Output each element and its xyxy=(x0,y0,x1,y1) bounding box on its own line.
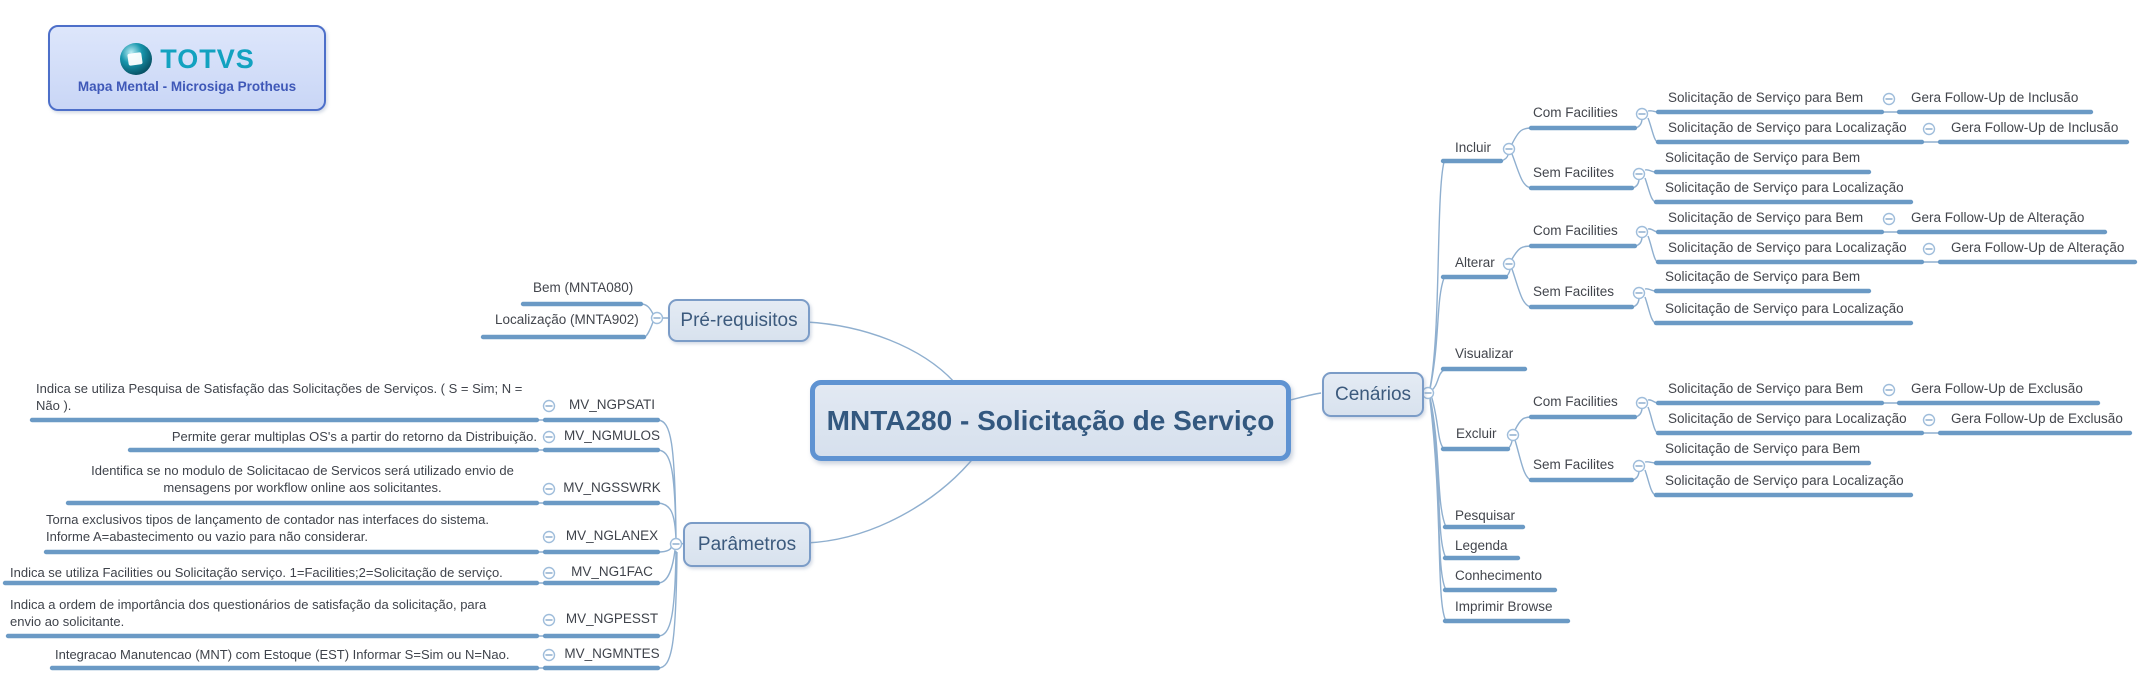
param-desc-mv-ngmulos[interactable]: Permite gerar multiplas OS's a partir do… xyxy=(171,429,537,444)
param-desc-mv-ngpsati[interactable]: Indica se utiliza Pesquisa de Satisfação… xyxy=(36,381,523,413)
node-excluir-sem-facilites[interactable]: Sem Facilites xyxy=(1533,457,1615,472)
param-code-mv-ngpsati[interactable]: MV_NGPSATI xyxy=(568,397,656,412)
node-underlines xyxy=(2,109,2138,671)
collapse-icon[interactable] xyxy=(1632,286,1646,300)
node-excluir-com-sds-bem[interactable]: Solicitação de Serviço para Bem xyxy=(1668,381,1864,396)
param-desc-mv-nglanex[interactable]: Torna exclusivos tipos de lançamento de … xyxy=(46,512,489,544)
node-alterar-com-sds-bem-followup[interactable]: Gera Follow-Up de Alteração xyxy=(1911,210,2085,225)
param-desc-mv-ngmntes[interactable]: Integracao Manutencao (MNT) com Estoque … xyxy=(55,647,510,662)
collapse-icon[interactable] xyxy=(1882,383,1896,397)
node-incluir-com-sds-localizacao-followup[interactable]: Gera Follow-Up de Inclusão xyxy=(1951,120,2119,135)
node-excluir-com-sds-localizacao-followup[interactable]: Gera Follow-Up de Exclusão xyxy=(1951,411,2123,426)
collapse-icon[interactable] xyxy=(542,530,556,544)
collapse-icon[interactable] xyxy=(542,399,556,413)
collapse-icon[interactable] xyxy=(1502,142,1516,156)
node-excluir-com-sds-bem-followup[interactable]: Gera Follow-Up de Exclusão xyxy=(1911,381,2083,396)
param-code-mv-nglanex[interactable]: MV_NGLANEX xyxy=(565,528,659,543)
node-excluir-sem-sds-bem[interactable]: Solicitação de Serviço para Bem xyxy=(1665,441,1861,456)
node-alterar-com-sds-localizacao-followup[interactable]: Gera Follow-Up de Alteração xyxy=(1951,240,2125,255)
node-incluir-sem-sds-bem[interactable]: Solicitação de Serviço para Bem xyxy=(1665,150,1861,165)
collapse-icon[interactable] xyxy=(1502,257,1516,271)
collapse-icon[interactable] xyxy=(542,430,556,444)
node-incluir[interactable]: Incluir xyxy=(1455,140,1492,155)
collapse-icon[interactable] xyxy=(542,613,556,627)
collapse-icon[interactable] xyxy=(1635,225,1649,239)
node-legenda[interactable]: Legenda xyxy=(1455,538,1508,553)
node-alterar-com-facilities[interactable]: Com Facilities xyxy=(1533,223,1618,238)
node-excluir-com-facilities[interactable]: Com Facilities xyxy=(1533,394,1618,409)
node-cenarios[interactable]: Cenários xyxy=(1322,372,1424,417)
totvs-subtitle: Mapa Mental - Microsiga Protheus xyxy=(77,79,297,94)
collapse-icon[interactable] xyxy=(1882,212,1896,226)
param-code-mv-ngmulos[interactable]: MV_NGMULOS xyxy=(563,428,661,443)
collapse-icon[interactable] xyxy=(650,311,664,325)
param-code-mv-ng1fac[interactable]: MV_NG1FAC xyxy=(571,564,653,579)
collapse-icon[interactable] xyxy=(1421,386,1435,400)
collapse-icon[interactable] xyxy=(1632,167,1646,181)
node-visualizar[interactable]: Visualizar xyxy=(1455,346,1514,361)
node-conhecimento[interactable]: Conhecimento xyxy=(1455,568,1543,583)
collapse-icon[interactable] xyxy=(1506,428,1520,442)
node-incluir-sem-facilites[interactable]: Sem Facilites xyxy=(1533,165,1615,180)
node-alterar-com-sds-localizacao[interactable]: Solicitação de Serviço para Localização xyxy=(1668,240,1907,255)
collapse-icon[interactable] xyxy=(669,537,683,551)
node-alterar-sem-facilites[interactable]: Sem Facilites xyxy=(1533,284,1615,299)
node-bem-mnta080[interactable]: Bem (MNTA080) xyxy=(533,280,634,295)
collapse-icon[interactable] xyxy=(1635,396,1649,410)
node-incluir-com-sds-bem[interactable]: Solicitação de Serviço para Bem xyxy=(1668,90,1864,105)
collapse-icon[interactable] xyxy=(1922,122,1936,136)
node-excluir-com-sds-localizacao[interactable]: Solicitação de Serviço para Localização xyxy=(1668,411,1907,426)
collapse-icon[interactable] xyxy=(1635,107,1649,121)
totvs-sphere-icon xyxy=(120,43,153,75)
node-pre-requisitos[interactable]: Pré-requisitos xyxy=(668,299,810,342)
collapse-icon[interactable] xyxy=(542,482,556,496)
node-incluir-com-facilities[interactable]: Com Facilities xyxy=(1533,105,1618,120)
param-desc-mv-ngsswrk[interactable]: Identifica se no modulo de Solicitacao d… xyxy=(91,463,514,495)
collapse-icon[interactable] xyxy=(1882,92,1896,106)
node-alterar-sem-sds-localizacao[interactable]: Solicitação de Serviço para Localização xyxy=(1665,301,1904,316)
node-alterar[interactable]: Alterar xyxy=(1455,255,1495,270)
node-parametros[interactable]: Parâmetros xyxy=(683,522,811,567)
param-code-mv-ngpesst[interactable]: MV_NGPESST xyxy=(565,611,659,626)
totvs-logo-row: TOTVS xyxy=(119,42,255,76)
node-incluir-com-sds-bem-followup[interactable]: Gera Follow-Up de Inclusão xyxy=(1911,90,2079,105)
collapse-icon[interactable] xyxy=(1922,242,1936,256)
root-node[interactable]: MNTA280 - Solicitação de Serviço xyxy=(810,380,1291,461)
collapse-icon[interactable] xyxy=(1922,413,1936,427)
node-alterar-sem-sds-bem[interactable]: Solicitação de Serviço para Bem xyxy=(1665,269,1861,284)
node-excluir-sem-sds-localizacao[interactable]: Solicitação de Serviço para Localização xyxy=(1665,473,1904,488)
node-imprimir-browse[interactable]: Imprimir Browse xyxy=(1455,599,1553,614)
totvs-brand-text: TOTVS xyxy=(160,43,255,74)
collapse-icons[interactable] xyxy=(542,92,1936,662)
param-code-mv-ngmntes[interactable]: MV_NGMNTES xyxy=(564,646,660,661)
node-pesquisar[interactable]: Pesquisar xyxy=(1455,508,1516,523)
param-desc-mv-ngpesst[interactable]: Indica a ordem de importância dos questi… xyxy=(10,597,487,629)
collapse-icon[interactable] xyxy=(542,648,556,662)
param-desc-mv-ng1fac[interactable]: Indica se utiliza Facilities ou Solicita… xyxy=(10,565,503,580)
collapse-icon[interactable] xyxy=(1632,459,1646,473)
param-code-mv-ngsswrk[interactable]: MV_NGSSWRK xyxy=(563,480,661,495)
node-localizacao-mnta902[interactable]: Localização (MNTA902) xyxy=(495,312,639,327)
node-incluir-sem-sds-localizacao[interactable]: Solicitação de Serviço para Localização xyxy=(1665,180,1904,195)
node-incluir-com-sds-localizacao[interactable]: Solicitação de Serviço para Localização xyxy=(1668,120,1907,135)
node-alterar-com-sds-bem[interactable]: Solicitação de Serviço para Bem xyxy=(1668,210,1864,225)
totvs-logo-box: TOTVS Mapa Mental - Microsiga Protheus xyxy=(48,25,326,111)
node-excluir[interactable]: Excluir xyxy=(1456,426,1497,441)
collapse-icon[interactable] xyxy=(542,566,556,580)
